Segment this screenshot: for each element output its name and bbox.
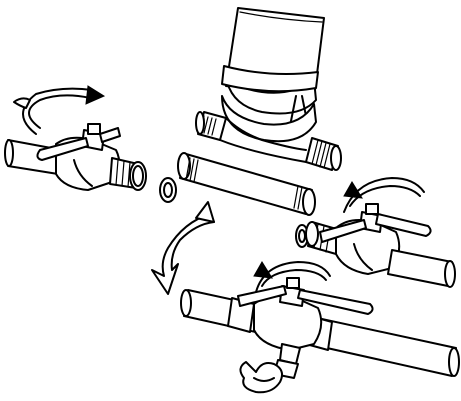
water-meter — [196, 8, 341, 170]
left-valve-assembly — [5, 124, 176, 202]
pipe-nipple — [178, 153, 315, 215]
rotate-arrow-icon — [344, 178, 424, 212]
curved-down-arrow-icon — [152, 202, 214, 294]
bottom-valve-assembly — [181, 278, 459, 392]
